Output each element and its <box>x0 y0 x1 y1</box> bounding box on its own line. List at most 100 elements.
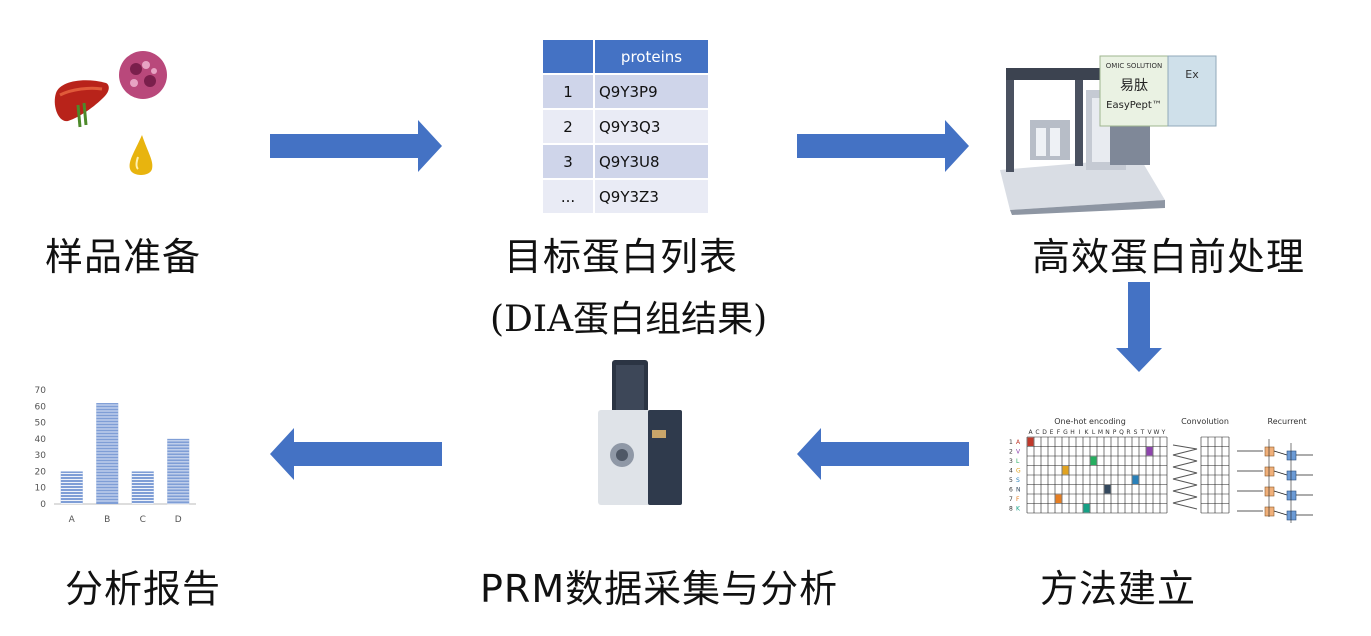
rnn-node <box>1286 450 1297 461</box>
row-index: 3 <box>543 145 595 178</box>
table-row: 3 Q9Y3U8 <box>543 145 708 178</box>
rnn-diagram <box>1237 439 1313 523</box>
step-target-list: 目标蛋白列表 <box>504 235 739 279</box>
y-tick-label: 0 <box>40 500 46 510</box>
y-tick-label: 60 <box>35 402 47 412</box>
row-index: ... <box>543 180 595 213</box>
cell-icon <box>119 51 167 99</box>
step-report: 分析报告 <box>65 567 222 611</box>
alphabet-letter: M <box>1098 429 1103 436</box>
rnn-title: Recurrent <box>1268 417 1307 426</box>
y-tick-label: 40 <box>35 435 47 445</box>
alphabet-letter: E <box>1050 429 1054 436</box>
x-tick-label: A <box>69 515 76 525</box>
arrow-left-2 <box>797 428 969 480</box>
alphabet-letter: F <box>1057 429 1061 436</box>
alphabet-letter: S <box>1134 429 1138 436</box>
row-number: 4 <box>1009 468 1013 475</box>
y-tick-label: 20 <box>35 467 47 477</box>
alphabet-letter: A <box>1028 429 1033 436</box>
row-amino-acid: S <box>1016 477 1020 484</box>
box-brand-text: OMIC SOLUTION <box>1106 62 1162 70</box>
conv-zigzag <box>1172 444 1198 510</box>
alphabet-letter: H <box>1070 429 1075 436</box>
box-side-panel: Ex <box>1167 55 1217 127</box>
rnn-node <box>1286 510 1297 521</box>
arrow-down <box>1116 282 1162 372</box>
row-amino-acid: G <box>1016 468 1021 475</box>
rnn-node <box>1264 446 1275 457</box>
alphabet-letter: C <box>1035 429 1039 436</box>
bar <box>96 403 119 504</box>
conv-title: Convolution <box>1181 417 1229 426</box>
arrow-left-1 <box>270 428 442 480</box>
onehot-cell <box>1146 447 1153 456</box>
rnn-node <box>1264 466 1275 477</box>
alphabet-letter: P <box>1113 429 1117 436</box>
onehot-cell <box>1062 466 1069 475</box>
mass-spectrometer-image <box>598 360 682 505</box>
step-pretreatment: 高效蛋白前处理 <box>1032 235 1306 279</box>
row-number: 6 <box>1009 487 1013 494</box>
alphabet-letter: N <box>1105 429 1110 436</box>
row-amino-acid: N <box>1016 487 1021 494</box>
bar <box>60 471 83 504</box>
row-index: 2 <box>543 110 595 143</box>
step-prm: PRM数据采集与分析 <box>480 567 839 611</box>
rnn-node <box>1264 506 1275 517</box>
x-tick-label: B <box>104 515 110 525</box>
conv-grid <box>1200 436 1230 514</box>
alphabet-letter: I <box>1079 429 1081 436</box>
table-header-proteins: proteins <box>595 40 708 73</box>
row-number: 5 <box>1009 477 1013 484</box>
table-row: 2 Q9Y3Q3 <box>543 110 708 143</box>
protein-accession: Q9Y3Z3 <box>595 180 708 213</box>
y-tick-label: 50 <box>35 419 47 429</box>
pretreatment-instrument-image: OMIC SOLUTION 易肽 EasyPept™ Ex <box>1000 55 1217 215</box>
alphabet-letter: W <box>1154 429 1160 436</box>
alphabet-letter: T <box>1140 429 1145 436</box>
onehot-title: One-hot encoding <box>1054 417 1126 426</box>
onehot-cell <box>1083 504 1090 513</box>
liver-icon <box>54 80 109 128</box>
table-header-index <box>543 40 595 73</box>
step-target-list-subtitle: (DIA蛋白组结果) <box>490 299 768 340</box>
alphabet-letter: Q <box>1119 429 1124 436</box>
onehot-cell <box>1055 494 1062 503</box>
box-side-text: Ex <box>1185 68 1199 81</box>
sample-icons <box>54 51 167 175</box>
protein-accession: Q9Y3P9 <box>595 75 708 108</box>
step-sample-prep: 样品准备 <box>45 235 202 279</box>
rnn-node <box>1286 490 1297 501</box>
y-tick-label: 70 <box>35 386 47 396</box>
box-product-en: EasyPept™ <box>1106 100 1162 111</box>
row-amino-acid: L <box>1016 458 1020 465</box>
alphabet-letter: R <box>1126 429 1130 436</box>
box-product-cn: 易肽 <box>1120 78 1148 94</box>
protein-table: proteins 1 Q9Y3P9 2 Q9Y3Q3 3 Q9Y3U8 ... … <box>543 38 708 215</box>
arrow-right-2 <box>797 120 969 172</box>
row-amino-acid: A <box>1016 439 1021 446</box>
row-amino-acid: V <box>1016 449 1021 456</box>
row-amino-acid: F <box>1016 496 1020 503</box>
x-tick-label: C <box>140 515 146 525</box>
alphabet-letter: V <box>1147 429 1152 436</box>
arrow-right-1 <box>270 120 442 172</box>
row-amino-acid: K <box>1016 506 1021 513</box>
bar <box>167 438 190 505</box>
x-tick-label: D <box>175 515 182 525</box>
alphabet-letter: G <box>1063 429 1068 436</box>
row-index: 1 <box>543 75 595 108</box>
step-method: 方法建立 <box>1040 567 1197 611</box>
onehot-cell <box>1132 475 1139 484</box>
easypept-box: OMIC SOLUTION 易肽 EasyPept™ <box>1099 55 1169 127</box>
protein-accession: Q9Y3Q3 <box>595 110 708 143</box>
droplet-icon <box>129 135 153 175</box>
alphabet-letter: D <box>1042 429 1047 436</box>
protein-accession: Q9Y3U8 <box>595 145 708 178</box>
row-number: 2 <box>1009 449 1013 456</box>
y-tick-label: 10 <box>35 484 47 494</box>
onehot-cell <box>1027 437 1034 446</box>
